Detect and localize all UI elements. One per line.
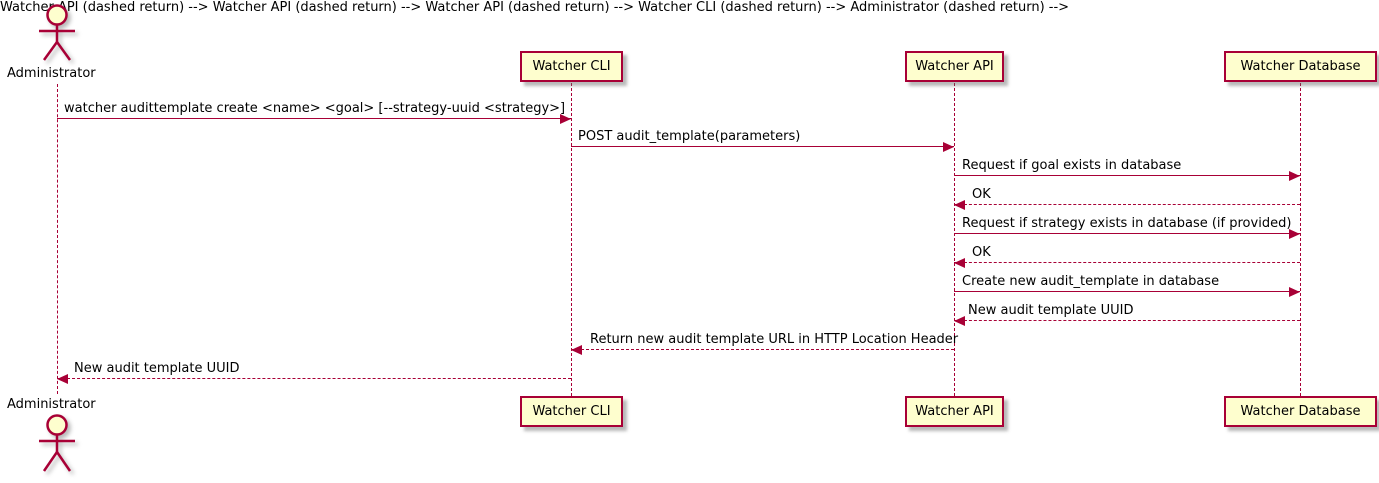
participant-watcher-api-bottom: Watcher API <box>905 396 1004 427</box>
message-7-arrow <box>954 287 1300 297</box>
lifeline-watcher-api <box>954 83 955 396</box>
arrowhead-icon <box>1289 229 1300 239</box>
participant-watcher-cli-bottom: Watcher CLI <box>520 396 623 427</box>
message-6-arrow <box>954 258 1300 268</box>
actor-icon <box>39 414 75 472</box>
message-4-arrow <box>954 200 1300 210</box>
arrowhead-icon <box>1289 287 1300 297</box>
message-1-arrow <box>57 114 571 124</box>
message-4-label: OK <box>972 187 991 202</box>
arrowhead-icon <box>1289 171 1300 181</box>
arrowhead-icon <box>954 200 965 210</box>
message-5-label: Request if strategy exists in database (… <box>962 216 1292 231</box>
actor-icon <box>39 4 75 61</box>
message-8-label: New audit template UUID <box>968 303 1134 318</box>
participant-watcher-database-top: Watcher Database <box>1224 51 1377 82</box>
actor-label-administrator-top: Administrator <box>7 66 96 81</box>
arrowhead-icon <box>954 316 965 326</box>
actor-label-administrator-bottom: Administrator <box>7 397 96 412</box>
message-9-arrow <box>571 345 954 355</box>
lifeline-watcher-database <box>1300 83 1301 396</box>
message-3-label: Request if goal exists in database <box>962 158 1182 173</box>
message-10-label: New audit template UUID <box>74 361 240 376</box>
arrowhead-icon <box>954 258 965 268</box>
arrowhead-icon <box>57 374 68 384</box>
arrowhead-icon <box>560 114 571 124</box>
message-5-arrow <box>954 229 1300 239</box>
message-2-label: POST audit_template(parameters) <box>578 129 801 144</box>
message-8-arrow <box>954 316 1300 326</box>
message-2-arrow <box>571 142 954 152</box>
participant-watcher-database-bottom: Watcher Database <box>1224 396 1377 427</box>
message-3-arrow <box>954 171 1300 181</box>
arrowhead-icon <box>943 142 954 152</box>
lifeline-administrator <box>57 84 58 394</box>
message-6-label: OK <box>972 245 991 260</box>
message-9-label: Return new audit template URL in HTTP Lo… <box>590 332 959 347</box>
participant-watcher-api-top: Watcher API <box>905 51 1004 82</box>
lifeline-watcher-cli <box>571 83 572 396</box>
message-10-arrow <box>57 374 571 384</box>
message-1-label: watcher audittemplate create <name> <goa… <box>64 101 566 116</box>
message-7-label: Create new audit_template in database <box>962 274 1220 289</box>
participant-watcher-cli-top: Watcher CLI <box>520 51 623 82</box>
arrowhead-icon <box>571 345 582 355</box>
